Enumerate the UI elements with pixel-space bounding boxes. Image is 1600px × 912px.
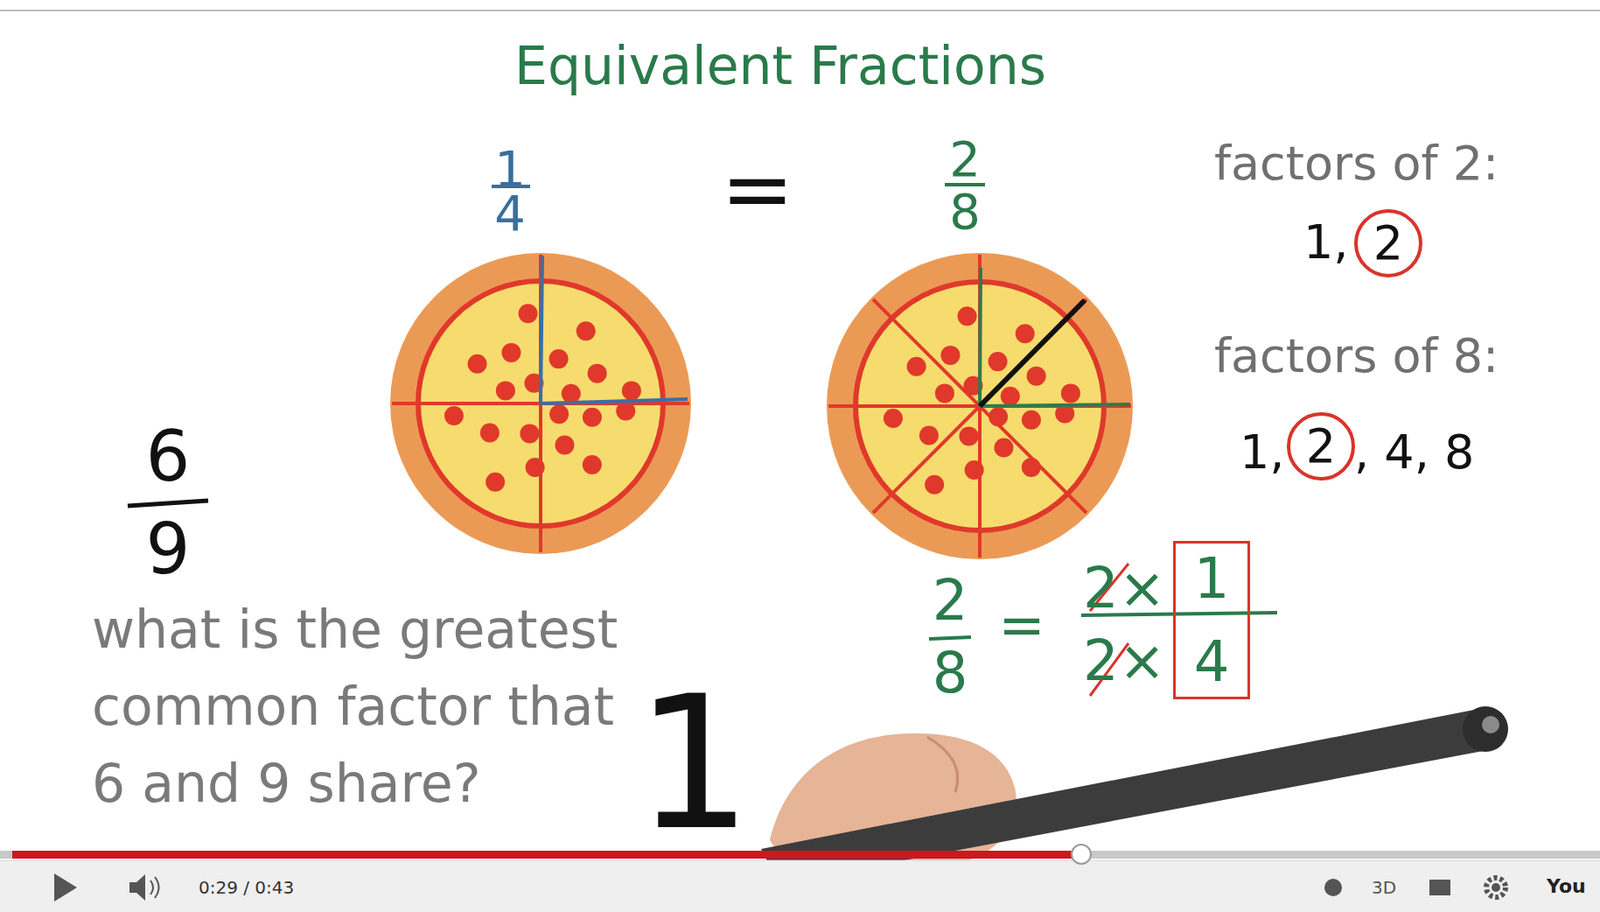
progress-knob — [1071, 844, 1091, 864]
title: Equivalent Fractions — [514, 39, 1047, 92]
pepperoni-slice — [988, 406, 1008, 427]
control-bar — [0, 859, 1600, 861]
node-text: 2 — [1306, 422, 1336, 470]
pepperoni-slice — [501, 342, 521, 363]
fraction-bar — [929, 636, 972, 639]
factor-term: 2× — [1082, 559, 1166, 616]
pizza-eighths — [826, 252, 1133, 559]
player-button: 3D — [1371, 878, 1397, 896]
answer-number: 1 — [635, 671, 753, 856]
volume-icon — [150, 876, 160, 898]
factor-list: , 4, 8 — [1354, 428, 1475, 476]
pepperoni-slice — [554, 435, 574, 455]
factor-heading: factors of 2: — [1214, 139, 1499, 188]
question-text: what is the greatest common factor that … — [91, 590, 643, 822]
fraction-numerator: 2 — [932, 572, 969, 629]
pepperoni-slice — [485, 472, 505, 492]
pizza-crust — [390, 252, 692, 554]
top-rule — [0, 9, 1600, 12]
settings-icon — [1491, 882, 1501, 892]
pizza-crust — [826, 252, 1133, 559]
factor-heading: factors of 8: — [1214, 332, 1499, 380]
pepperoni-slice — [582, 407, 602, 427]
node-text: 4 — [1194, 633, 1230, 690]
pepperoni-slice — [444, 405, 464, 426]
time-display: 0:29 / 0:43 — [198, 878, 294, 896]
eighth-line — [979, 300, 1085, 406]
info-icon — [1324, 878, 1342, 896]
play-icon — [54, 873, 77, 902]
pepperoni-slice — [964, 460, 985, 480]
quarter-highlight — [540, 255, 688, 404]
progress-track — [0, 850, 1600, 859]
pepperoni-slice — [561, 384, 581, 404]
circle-outline — [1355, 210, 1421, 276]
pepperoni-slice — [1027, 366, 1047, 386]
quarter-highlight — [979, 267, 1131, 406]
node-text: 1 — [1194, 550, 1230, 607]
captions-icon — [1429, 879, 1451, 895]
pepperoni-slice — [496, 380, 516, 400]
factor-list: 1, — [1303, 218, 1349, 266]
progress-played — [12, 850, 1082, 859]
pepperoni-slice — [1061, 383, 1081, 403]
fraction-numerator: 2 — [949, 134, 981, 184]
pepperoni-slice — [935, 383, 955, 403]
highlight-box: 14 — [1173, 540, 1251, 699]
pepperoni-slice — [576, 321, 596, 341]
pepperoni-slice — [587, 363, 608, 384]
pepperoni-slice — [480, 423, 500, 443]
pepperoni-slice — [993, 438, 1014, 458]
factor-term: 2× — [1082, 632, 1166, 689]
pepperoni-slice — [1015, 323, 1035, 343]
fraction-numerator: 1 — [494, 144, 526, 194]
pepperoni-slice — [940, 345, 960, 365]
pepperoni-slice — [468, 354, 488, 374]
pepperoni-slice — [525, 457, 545, 477]
pepperoni-slice — [621, 380, 642, 400]
settings-icon — [1486, 877, 1506, 897]
control-bar — [0, 859, 1600, 912]
equals-sign: = — [998, 596, 1046, 653]
pen — [1481, 715, 1500, 734]
fraction-denominator: 8 — [949, 187, 981, 237]
pepperoni-slice — [549, 404, 569, 424]
fraction-bar — [127, 500, 209, 506]
pen — [1462, 705, 1509, 752]
pepperoni-slice — [919, 426, 939, 446]
fraction-denominator: 9 — [146, 514, 191, 585]
circle-outline — [1288, 413, 1354, 479]
pepperoni-slice — [924, 475, 944, 495]
pepperoni-slice — [1021, 410, 1042, 430]
pepperoni-slice — [549, 349, 569, 369]
fraction-denominator: 8 — [932, 644, 969, 701]
pepperoni-slice — [883, 408, 903, 428]
volume-icon — [129, 873, 146, 901]
circled-factor: 2 — [1353, 208, 1424, 279]
fraction-numerator: 6 — [146, 421, 191, 492]
factor-list: 1, — [1239, 428, 1286, 476]
pizza-quarters — [390, 252, 692, 554]
pepperoni-slice — [518, 303, 538, 323]
pepperoni-slice — [988, 351, 1008, 371]
logo-text: You — [1546, 876, 1587, 896]
node-text: 2 — [1373, 219, 1404, 267]
equals-sign: = — [720, 145, 795, 233]
hand — [927, 736, 958, 792]
pepperoni-slice — [1021, 457, 1042, 477]
pepperoni-slice — [957, 306, 978, 326]
pepperoni-slice — [615, 401, 636, 421]
pepperoni-slice — [958, 426, 979, 446]
fraction-denominator: 4 — [494, 188, 526, 238]
circled-factor: 2 — [1285, 411, 1356, 482]
pepperoni-slice — [1000, 386, 1021, 406]
pepperoni-slice — [907, 356, 927, 377]
pepperoni-slice — [519, 423, 539, 443]
pepperoni-slice — [582, 454, 602, 475]
